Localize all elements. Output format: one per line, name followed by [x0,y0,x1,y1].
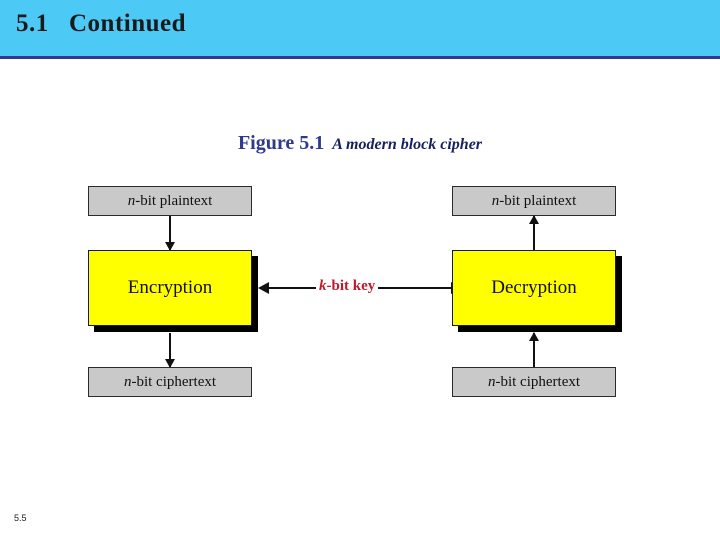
arrow-head-icon [529,215,539,224]
encryption-label: Encryption [127,277,213,298]
ciphertext-to-decryption-arrow [529,332,539,367]
page-title: 5.1 Continued [16,10,187,37]
left-ciphertext-box: n-bit ciphertext [88,367,252,397]
right-plaintext-box: n-bit plaintext [452,186,616,216]
arrow-head-icon [165,359,175,368]
encryption-box: Encryption [88,250,252,326]
figure-label: Figure 5.1 [237,132,325,154]
left-plaintext-label: n-bit plaintext [127,192,213,209]
block-cipher-diagram: n-bit plaintext Encryption n-bit ciphert… [0,170,720,420]
decryption-box: Decryption [452,250,616,326]
figure-title: A modern block cipher [332,136,483,153]
left-ciphertext-label: n-bit ciphertext [123,373,217,390]
right-ciphertext-label: n-bit ciphertext [487,373,581,390]
right-plaintext-label: n-bit plaintext [491,192,577,209]
left-plaintext-box: n-bit plaintext [88,186,252,216]
key-arrow-left-head-icon [258,282,269,294]
figure-caption: Figure 5.1 A modern block cipher [0,132,720,155]
header-band [0,0,720,56]
right-ciphertext-box: n-bit ciphertext [452,367,616,397]
arrow-head-icon [165,242,175,251]
header-divider [0,56,720,59]
left-plaintext-to-encryption-arrow [165,216,175,251]
key-label: k-bit key [316,278,379,295]
decryption-label: Decryption [491,277,577,298]
arrow-head-icon [529,332,539,341]
decryption-to-plaintext-arrow [529,215,539,250]
encryption-to-ciphertext-arrow [165,333,175,368]
slide-number: 5.5 [14,513,27,523]
